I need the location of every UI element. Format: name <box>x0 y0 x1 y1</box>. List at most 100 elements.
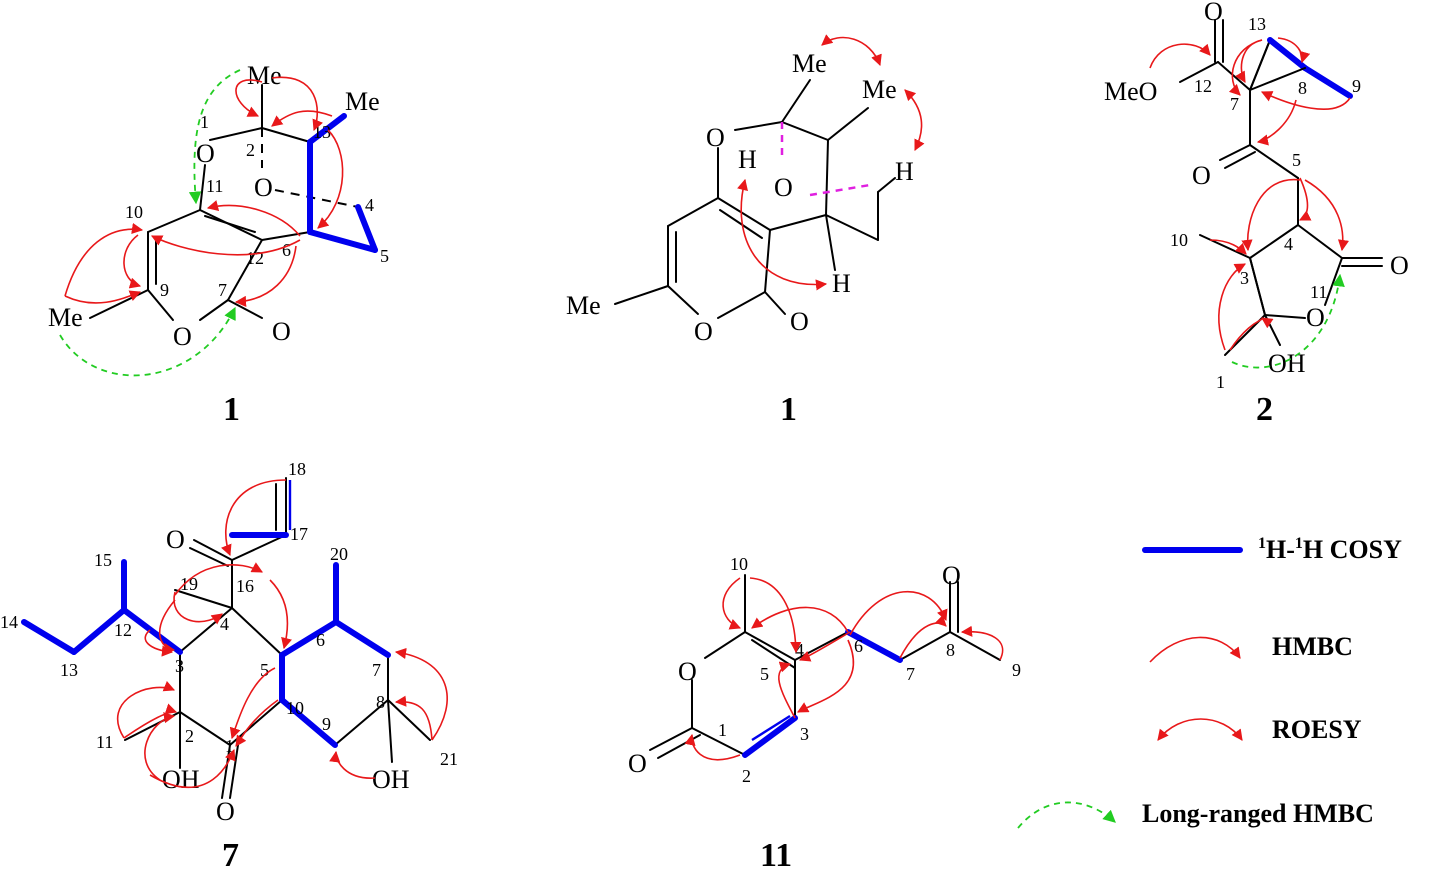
legend: 1H-1H COSY HMBC ROESY Long-ranged HMBC <box>1017 535 1402 829</box>
svg-text:11: 11 <box>96 732 113 752</box>
svg-text:14: 14 <box>0 612 18 632</box>
svg-text:10: 10 <box>286 698 304 718</box>
svg-text:13: 13 <box>60 660 78 680</box>
compound-2: O MeO O O O OH 1 3 4 5 7 8 9 10 11 12 13 <box>1104 0 1409 428</box>
atom-o: O <box>1390 251 1409 280</box>
atom-o: O <box>1204 0 1223 26</box>
svg-text:16: 16 <box>236 576 254 596</box>
atom-o: O <box>1306 303 1325 332</box>
svg-text:4: 4 <box>220 614 229 634</box>
svg-text:3: 3 <box>800 724 809 744</box>
atom-o: O <box>678 657 697 686</box>
compound-1-roesy: Me Me O H O H Me O O H 1 <box>566 34 925 428</box>
svg-text:2: 2 <box>185 726 194 746</box>
atom-o: O <box>173 322 192 351</box>
svg-text:5: 5 <box>260 660 269 680</box>
legend-hmbc-swatch <box>1149 636 1241 663</box>
atom-o: O <box>1192 161 1211 190</box>
atom-o: O <box>216 797 235 826</box>
atom-h: H <box>895 157 914 186</box>
atom-h: H <box>832 269 851 298</box>
svg-text:1: 1 <box>200 112 209 132</box>
svg-text:18: 18 <box>288 459 306 479</box>
atom-o: O <box>628 749 647 778</box>
svg-text:13: 13 <box>1248 14 1266 34</box>
svg-text:7: 7 <box>372 660 381 680</box>
compound-1-hmbc: Me Me O O Me O O 1 2 4 5 6 7 9 10 11 12 … <box>48 61 389 428</box>
compound-id: 7 <box>222 837 239 873</box>
atom-o: O <box>694 317 713 346</box>
atom-me: Me <box>247 61 282 90</box>
atom-meo: MeO <box>1104 77 1157 106</box>
svg-text:20: 20 <box>330 544 348 564</box>
legend-cosy-label: 1H-1H COSY <box>1258 535 1402 564</box>
atom-o: O <box>166 525 185 554</box>
atom-h: H <box>738 145 757 174</box>
legend-hmbc-label: HMBC <box>1272 632 1353 661</box>
legend-lr-swatch <box>1017 801 1116 829</box>
svg-text:7: 7 <box>218 280 227 300</box>
svg-text:9: 9 <box>160 280 169 300</box>
legend-roesy-label: ROESY <box>1272 715 1362 744</box>
atom-me: Me <box>862 75 897 104</box>
svg-text:2: 2 <box>742 766 751 786</box>
svg-text:9: 9 <box>322 714 331 734</box>
svg-text:1: 1 <box>1216 372 1225 392</box>
svg-text:3: 3 <box>175 656 184 676</box>
svg-text:19: 19 <box>180 574 198 594</box>
atom-me: Me <box>792 49 827 78</box>
atom-me: Me <box>566 291 601 320</box>
svg-text:17: 17 <box>290 524 308 544</box>
svg-text:1: 1 <box>718 720 727 740</box>
compound-11: O O O 10 5 4 6 7 8 9 1 2 3 11 <box>628 554 1021 874</box>
svg-text:6: 6 <box>854 636 863 656</box>
compound-id: 11 <box>760 837 792 873</box>
svg-text:5: 5 <box>380 246 389 266</box>
atom-me: Me <box>48 303 83 332</box>
svg-text:11: 11 <box>1310 282 1327 302</box>
svg-text:12: 12 <box>1194 76 1212 96</box>
svg-text:5: 5 <box>760 664 769 684</box>
atom-me: Me <box>345 87 380 116</box>
svg-text:7: 7 <box>1230 94 1239 114</box>
svg-text:10: 10 <box>125 202 143 222</box>
svg-text:2: 2 <box>246 140 255 160</box>
svg-text:10: 10 <box>730 554 748 574</box>
atom-o: O <box>790 307 809 336</box>
legend-roesy-swatch <box>1157 718 1243 741</box>
svg-text:21: 21 <box>440 749 458 769</box>
svg-text:10: 10 <box>1170 230 1188 250</box>
svg-text:1: 1 <box>225 736 234 756</box>
atom-o: O <box>774 173 793 202</box>
svg-text:8: 8 <box>946 640 955 660</box>
svg-text:6: 6 <box>282 240 291 260</box>
compound-7: O OH O OH 18 17 16 19 15 14 13 12 3 4 5 … <box>0 459 458 874</box>
legend-lr-label: Long-ranged HMBC <box>1142 799 1374 828</box>
svg-text:12: 12 <box>246 248 264 268</box>
svg-text:4: 4 <box>1284 234 1293 254</box>
compound-id: 1 <box>223 391 240 428</box>
atom-oh: OH <box>162 765 200 794</box>
atom-o: O <box>254 173 273 202</box>
compound-id: 2 <box>1256 391 1273 428</box>
svg-text:5: 5 <box>1292 150 1301 170</box>
svg-text:6: 6 <box>316 630 325 650</box>
svg-text:9: 9 <box>1012 660 1021 680</box>
atom-o: O <box>196 139 215 168</box>
svg-text:9: 9 <box>1352 76 1361 96</box>
svg-text:8: 8 <box>1298 78 1307 98</box>
atom-o: O <box>272 317 291 346</box>
svg-text:15: 15 <box>94 550 112 570</box>
svg-text:11: 11 <box>206 176 223 196</box>
compound-id: 1 <box>780 391 797 428</box>
atom-o: O <box>706 123 725 152</box>
svg-text:8: 8 <box>376 692 385 712</box>
svg-text:7: 7 <box>906 664 915 684</box>
svg-text:4: 4 <box>365 195 374 215</box>
atom-oh: OH <box>372 765 410 794</box>
svg-text:3: 3 <box>1240 268 1249 288</box>
svg-text:12: 12 <box>114 620 132 640</box>
atom-o: O <box>942 561 961 590</box>
